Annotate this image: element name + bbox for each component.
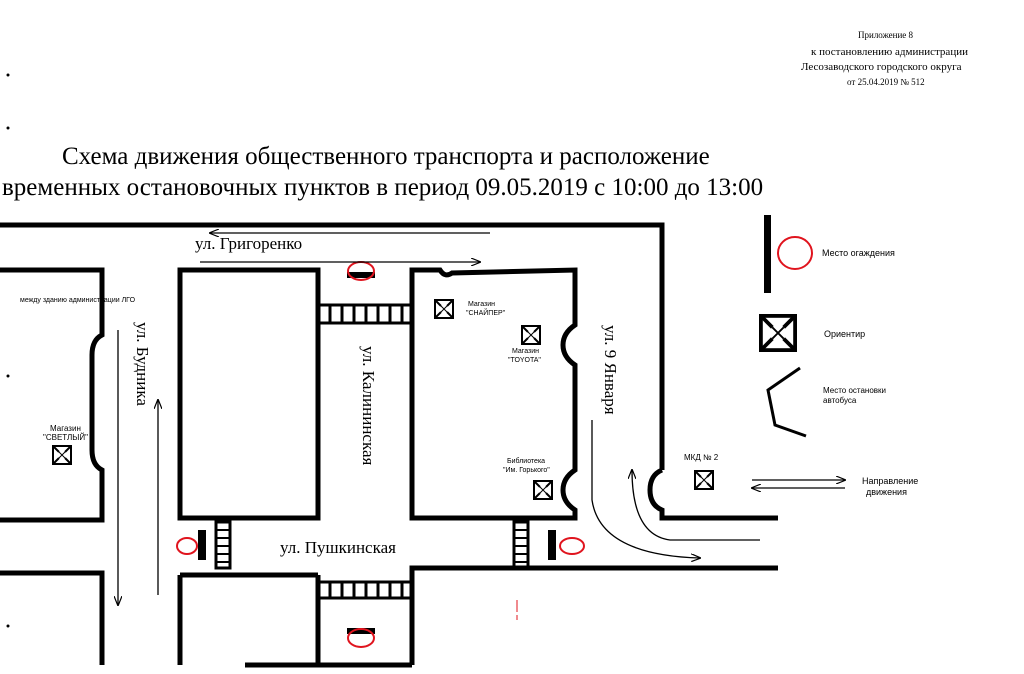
label-snaiper-2: "СНАЙПЕР" [466, 310, 506, 317]
arrow-9-yanvarya-turn [591, 420, 700, 558]
legend-barrier-post [764, 215, 771, 293]
road-outlines [0, 222, 778, 668]
label-mkd: МКД № 2 [684, 453, 719, 462]
legend-bus-stop-icon [766, 366, 807, 438]
legend-landmark-label: Ориентир [824, 329, 866, 339]
label-library-1: Библиотека [507, 458, 546, 465]
arrow-return-turn [632, 470, 760, 541]
header-line-2: к постановлению администрации [811, 46, 968, 58]
road-edge-bottom-right [409, 565, 778, 575]
header-line-3: Лесозаводского городского округа [801, 61, 962, 73]
legend-symbols [759, 215, 813, 438]
legend-bus-stop-label-1: Место остановки [823, 386, 887, 395]
margin-dots [6, 73, 10, 628]
landmark-mkd [694, 470, 714, 490]
barrier-budnika [176, 530, 206, 560]
legend-landmark-icon [759, 313, 797, 353]
label-library-2: "Им. Горького" [503, 467, 550, 474]
block-mkd [647, 467, 778, 521]
label-toyota-2: "ТОYOTA" [508, 357, 541, 364]
landmark-toyota [521, 325, 541, 345]
road-edge-bottom-left [0, 570, 105, 665]
label-svetly-2: "СВЕТЛЫЙ" [43, 433, 88, 442]
street-9-yanvarya: ул. 9 Января [601, 325, 620, 415]
legend-direction-label-2: движения [866, 487, 907, 497]
legend-barrier-circle [777, 236, 813, 270]
barrier-grigorenko [347, 261, 375, 281]
header-line-1: Приложение 8 [858, 30, 914, 40]
traffic-arrows [118, 233, 845, 605]
label-admin-building: между зданию администрации ЛГО [20, 297, 136, 304]
label-toyota-1: Магазин [512, 348, 540, 355]
road-edge-top [0, 222, 665, 470]
label-svetly-1: Магазин [50, 424, 81, 433]
block-central [177, 267, 321, 521]
crosswalks [214, 303, 530, 600]
legend-bus-stop-label-2: автобуса [823, 396, 857, 405]
label-snaiper-1: Магазин [468, 301, 496, 308]
block-shops [409, 267, 578, 521]
landmark-svetly [52, 445, 72, 465]
title-line-2: временных остановочных пунктов в период … [2, 174, 764, 201]
barrier-9-yanvarya [548, 530, 585, 560]
barriers [176, 261, 585, 648]
header-line-4: от 25.04.2019 № 512 [847, 77, 925, 87]
block-admin [0, 267, 105, 523]
legend-direction-label-1: Направление [862, 476, 919, 486]
street-kalininskaya: ул. Калининская [359, 346, 378, 466]
street-budnika: ул. Будника [133, 322, 152, 406]
landmark-snaiper [434, 299, 454, 319]
barrier-bottom [347, 628, 375, 648]
landmark-library [533, 480, 553, 500]
street-pushkinskaya: ул. Пушкинская [280, 538, 396, 557]
street-grigorenko: ул. Григоренко [195, 234, 303, 253]
legend-barrier-label: Место огаждения [822, 248, 895, 258]
title-line-1: Схема движения общественного транспорта … [62, 143, 710, 170]
